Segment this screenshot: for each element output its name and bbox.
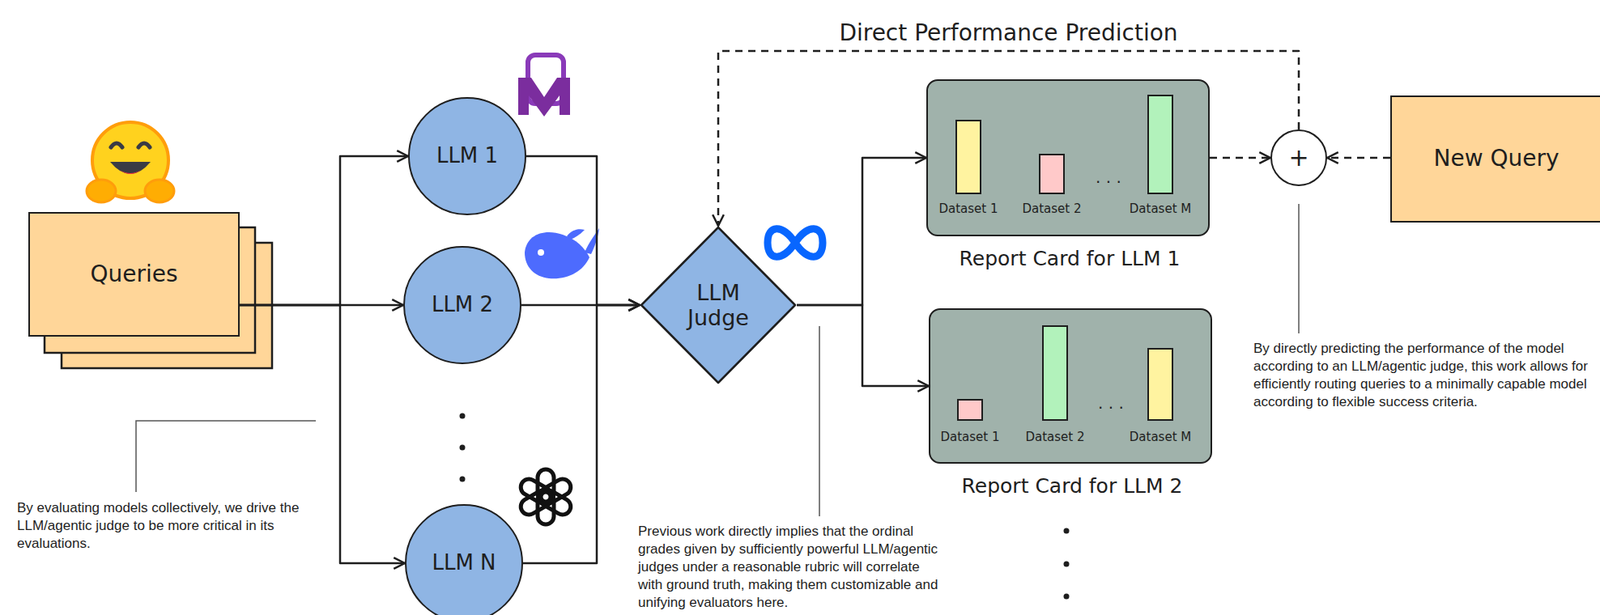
dataset-label: Dataset 1 [938, 202, 998, 217]
node-label: New Query [1433, 145, 1559, 172]
node-label-wrap: New Query [1391, 97, 1600, 222]
openai-logo [518, 469, 575, 525]
dataset-label: Dataset 1 [940, 430, 1000, 445]
hugging-face-emoji [86, 122, 175, 203]
dataset-label: Dataset 2 [1021, 202, 1081, 217]
report-card: Dataset 1Dataset 2. . .Dataset MReport C… [926, 79, 1210, 237]
flow-arrow [526, 156, 640, 306]
llm-circle: LLM 1 [408, 97, 527, 216]
emoji-hand [144, 179, 175, 203]
edge-label: Direct Performance Prediction [834, 19, 1183, 47]
node-label-wrap: + [1272, 131, 1326, 185]
whale-eye [537, 249, 545, 256]
node-label: LLM 1 [436, 144, 498, 169]
node-label-wrap: Queries [29, 213, 239, 336]
ellipsis-dot [459, 445, 466, 452]
score-bar [1148, 348, 1173, 421]
score-bar [957, 400, 983, 421]
phone-m-logo [518, 55, 571, 117]
node-label-wrap: LLM 2 [404, 247, 520, 363]
report-card: Dataset 1Dataset 2. . .Dataset MReport C… [928, 308, 1213, 464]
score-bar [1148, 95, 1173, 194]
whale-fin [566, 229, 585, 240]
dashed-arrow [1327, 157, 1391, 160]
flow-arrow [523, 305, 640, 564]
score-bar [1042, 326, 1068, 421]
annotation-note: Previous work directly implies that the … [638, 523, 942, 613]
llm-circle: LLM N [404, 504, 524, 615]
emoji-hand [86, 179, 116, 203]
node-label-wrap: LLM N [406, 506, 522, 615]
dataset-label: Dataset M [1129, 202, 1192, 217]
annotation-note: By directly predicting the performance o… [1253, 340, 1594, 412]
m-shape [518, 77, 571, 117]
node-label: LLM N [431, 551, 496, 576]
emoji-eye [138, 143, 150, 148]
card-title: Report Card for LLM 2 [961, 475, 1183, 499]
sum-circle: + [1270, 129, 1328, 187]
node-label-wrap: LLM Judge [639, 225, 797, 385]
dataset-label: . . . [1095, 168, 1122, 188]
dashed-arrow [1209, 157, 1271, 160]
node-label: Queries [89, 261, 178, 288]
node-label: LLM 2 [431, 293, 494, 318]
flow-arrow [796, 157, 927, 306]
leader-line [1297, 204, 1300, 334]
node-label: + [1288, 144, 1309, 173]
diamond-shape [641, 227, 796, 383]
score-bar [1039, 154, 1064, 194]
judge-diamond: LLM Judge [639, 225, 797, 385]
emoji-eye [110, 143, 123, 148]
leader-line [818, 326, 821, 517]
annotation-note: By evaluating models collectively, we dr… [17, 499, 317, 554]
ellipsis-dot [459, 476, 466, 483]
flow-arrow [239, 156, 409, 306]
ellipsis-dot [459, 413, 466, 420]
dataset-label: Dataset 2 [1025, 430, 1085, 445]
score-bar [956, 120, 981, 194]
ellipsis-dot [1063, 528, 1070, 535]
emoji-tongue [119, 170, 141, 175]
leader-line [136, 421, 316, 493]
dataset-label: . . . [1097, 394, 1124, 413]
dataset-label: Dataset M [1129, 430, 1192, 445]
node-label: LLM Judge [673, 280, 763, 331]
flow-arrow [796, 305, 929, 387]
whale-body [524, 232, 590, 279]
llm-circle: LLM 2 [403, 246, 522, 365]
node-label-wrap: LLM 1 [409, 98, 525, 214]
ellipsis-dot [1063, 561, 1070, 568]
new-query-box: New Query [1390, 95, 1600, 223]
emoji-mouth [110, 161, 151, 175]
whale-logo [524, 228, 600, 279]
card-title: Report Card for LLM 1 [959, 247, 1181, 272]
ellipsis-dot [1063, 594, 1070, 600]
query-box: Queries [28, 212, 240, 337]
logo-petal [518, 476, 555, 507]
meta-logo [767, 229, 823, 258]
